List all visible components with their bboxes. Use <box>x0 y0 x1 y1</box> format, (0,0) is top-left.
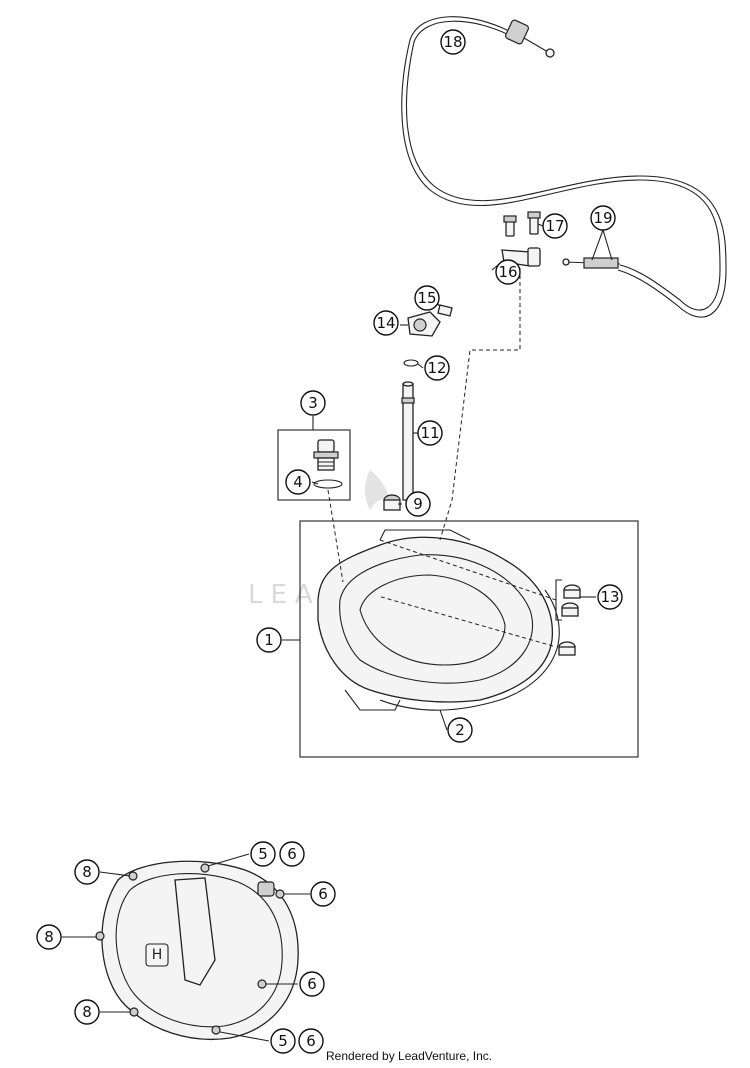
callout-12: 12 <box>424 355 450 381</box>
assembly-line-lever <box>439 268 521 541</box>
svg-text:19: 19 <box>593 209 612 227</box>
footer-credit: Rendered by LeadVenture, Inc. <box>326 1049 493 1063</box>
callout-9: 9 <box>405 491 431 517</box>
clutch-cable <box>401 16 727 318</box>
callout-6-bottom: 6 <box>298 1028 324 1054</box>
callout-5-bottom: 5 <box>270 1028 296 1054</box>
callout-1: 1 <box>256 627 282 653</box>
svg-text:3: 3 <box>308 394 318 412</box>
cover-group-frame <box>299 520 639 758</box>
dowel-pins <box>555 579 581 656</box>
svg-text:14: 14 <box>376 314 395 332</box>
svg-text:8: 8 <box>82 1003 92 1021</box>
callout-15: 15 <box>414 285 440 311</box>
svg-text:6: 6 <box>307 975 317 993</box>
svg-text:6: 6 <box>287 845 297 863</box>
callout-5-top: 5 <box>250 841 276 867</box>
shaft-seal <box>383 494 401 511</box>
callout-18: 18 <box>440 29 466 55</box>
callout-3: 3 <box>300 390 326 416</box>
svg-text:6: 6 <box>318 885 328 903</box>
callout-19: 19 <box>590 205 616 231</box>
callout-6-top: 6 <box>279 841 305 867</box>
circlip <box>403 359 419 367</box>
callout-17: 17 <box>542 213 568 239</box>
svg-text:16: 16 <box>498 263 517 281</box>
svg-text:2: 2 <box>455 721 465 739</box>
plug-o-ring <box>313 479 343 489</box>
lever-bolt-pair <box>503 211 541 237</box>
svg-text:12: 12 <box>427 359 446 377</box>
brand-badge: H <box>145 943 169 967</box>
callout-13: 13 <box>597 584 623 610</box>
cover-gasket <box>379 589 560 711</box>
svg-text:8: 8 <box>44 928 54 946</box>
callout-8-bottom: 8 <box>74 999 100 1025</box>
svg-text:18: 18 <box>443 33 462 51</box>
assembly-line-dowel-top <box>379 539 557 601</box>
shaft-clamp <box>407 311 441 337</box>
callout-16: 16 <box>495 259 521 285</box>
svg-text:4: 4 <box>293 473 303 491</box>
svg-text:1: 1 <box>264 631 274 649</box>
assembly-line-dowel-bottom <box>377 595 554 647</box>
watermark-logo <box>365 470 390 510</box>
inner-clutch-cover <box>317 529 554 711</box>
callout-2: 2 <box>447 717 473 743</box>
outer-clutch-cover: H <box>95 860 299 1040</box>
cable-adjuster <box>562 257 621 269</box>
plug-group-frame <box>277 429 351 501</box>
svg-text:17: 17 <box>545 217 564 235</box>
callout-14: 14 <box>373 310 399 336</box>
svg-text:5: 5 <box>278 1032 288 1050</box>
release-shaft <box>401 381 415 501</box>
svg-text:5: 5 <box>258 845 268 863</box>
svg-text:6: 6 <box>306 1032 316 1050</box>
assembly-line-plug <box>327 489 344 583</box>
callout-6-right-upper: 6 <box>310 881 336 907</box>
callout-6-right-lower: 6 <box>299 971 325 997</box>
svg-text:H: H <box>152 947 163 963</box>
svg-text:9: 9 <box>413 495 423 513</box>
callout-8-left: 8 <box>36 924 62 950</box>
callout-8-top: 8 <box>74 859 100 885</box>
leader-lines <box>62 223 613 1042</box>
svg-text:8: 8 <box>82 863 92 881</box>
svg-text:11: 11 <box>420 424 439 442</box>
callout-11: 11 <box>417 420 443 446</box>
clamp-bolt <box>437 304 453 317</box>
svg-text:13: 13 <box>600 588 619 606</box>
callout-4: 4 <box>285 469 311 495</box>
oil-filler-plug <box>313 439 339 471</box>
svg-text:15: 15 <box>417 289 436 307</box>
